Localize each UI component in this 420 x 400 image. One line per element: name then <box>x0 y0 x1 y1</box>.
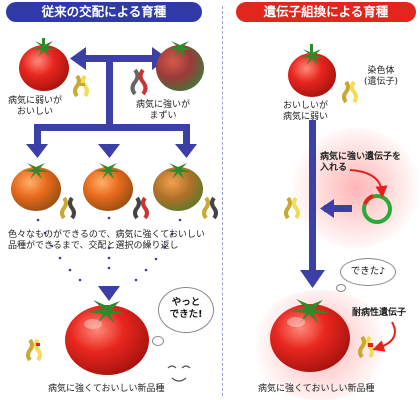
chromosome-icon <box>130 68 148 96</box>
chromosome-label: 染色体 (遺伝子) <box>364 66 399 87</box>
tomato-offspring-2 <box>83 163 133 211</box>
header-gene-modification: 遺伝子組換による育種 <box>236 2 416 22</box>
selection-arrowhead <box>98 286 120 301</box>
chromosome-icon <box>133 196 149 220</box>
tomato-new-variety-right <box>270 299 350 372</box>
red-curved-arrow <box>349 169 388 198</box>
red-curved-arrow <box>372 321 396 352</box>
chromosome-icon <box>342 80 358 104</box>
chromosome-icon <box>73 74 89 98</box>
right-result-caption: 病気に強くておいしい新品種 <box>258 384 375 394</box>
parent-a-caption: 病気に弱いが おいしい <box>8 96 63 117</box>
chromosome-icon <box>284 196 300 220</box>
center-divider <box>222 6 223 396</box>
thought-bubble-dot <box>152 336 164 346</box>
plasmid-ring <box>362 194 392 224</box>
repeat-explanation: 色々なものができるので、病気に強くておいしい 品種ができるまで、交配と選択の繰り… <box>8 230 205 251</box>
tomato-offspring-3 <box>153 163 203 211</box>
tomato-parent-delicious-right <box>288 44 336 97</box>
thought-bubble-dot <box>336 284 346 292</box>
tomato-offspring-1 <box>11 163 61 211</box>
right-parent-caption: おいしいが 病気に弱い <box>283 101 329 122</box>
smiling-face-icon <box>167 365 191 382</box>
left-result-caption: 病気に強くておいしい新品種 <box>48 384 165 394</box>
chromosome-icon <box>202 196 218 220</box>
insert-gene-text: 病気に強い遺伝子を 入れる <box>320 152 402 173</box>
header-conventional-breeding: 従来の交配による育種 <box>6 2 202 22</box>
bubble-text: やっと できた! <box>169 297 203 320</box>
chromosome-icon <box>26 338 42 362</box>
thought-bubble-finally: やっと できた! <box>158 287 214 333</box>
gene-insertion-flow-arrow <box>300 120 325 288</box>
tomato-parent-delicious <box>19 38 69 91</box>
chromosome-icon <box>60 196 76 220</box>
dotted-selection-lines <box>36 216 182 282</box>
chromosome-with-resistance-gene-icon <box>358 335 374 359</box>
thought-bubble-done: できた♪ <box>340 258 396 286</box>
resistance-gene-label: 耐病性遺伝子 <box>352 308 407 318</box>
insert-arrow <box>320 199 352 218</box>
parent-b-caption: 病気に強いが まずい <box>136 100 191 121</box>
tomato-new-variety <box>65 300 149 375</box>
cross-arrow <box>26 47 197 158</box>
tomato-parent-resistant <box>156 41 204 91</box>
bubble-text: できた♪ <box>350 266 386 277</box>
